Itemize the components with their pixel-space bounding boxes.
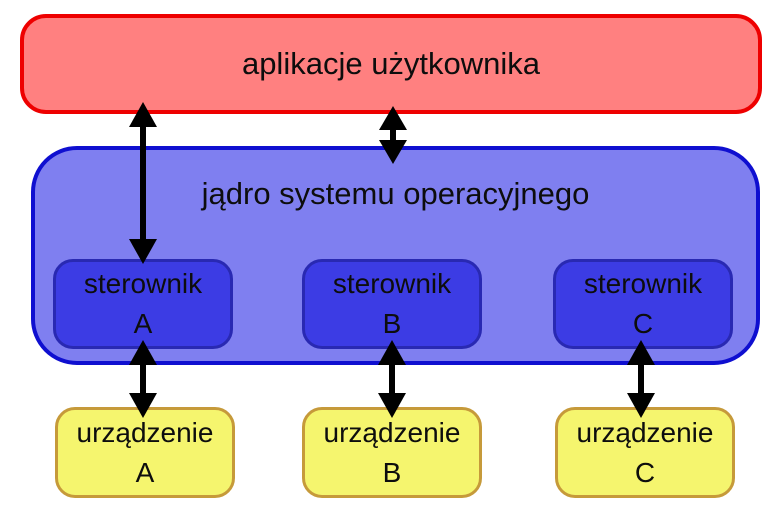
kernel-box-label: jądro systemu operacyjnego — [201, 176, 590, 211]
double-arrow-driver-a-device-a-icon — [128, 340, 158, 418]
driver-c-name: sterownik — [583, 268, 703, 299]
driver-c-letter: C — [632, 308, 654, 339]
driver-b-letter: B — [382, 308, 402, 339]
device-box-c: urządzenie C — [555, 407, 735, 498]
double-arrow-apps-driver-a-icon — [128, 102, 158, 264]
device-c-letter: C — [634, 456, 656, 488]
device-c-name: urządzenie — [576, 416, 714, 448]
applications-box-label: aplikacje użytkownika — [241, 46, 541, 81]
driver-box-b: sterownik B — [302, 259, 482, 349]
driver-b-name: sterownik — [332, 268, 452, 299]
device-box-b: urządzenie B — [302, 407, 482, 498]
driver-box-a: sterownik A — [53, 259, 233, 349]
device-a-letter: A — [135, 456, 155, 488]
device-box-a: urządzenie A — [55, 407, 235, 498]
driver-a-letter: A — [133, 308, 153, 339]
double-arrow-driver-c-device-c-icon — [626, 340, 656, 418]
applications-box: aplikacje użytkownika — [20, 14, 762, 114]
device-b-name: urządzenie — [323, 416, 461, 448]
double-arrow-driver-b-device-b-icon — [377, 340, 407, 418]
driver-a-name: sterownik — [83, 268, 203, 299]
device-b-letter: B — [382, 456, 402, 488]
double-arrow-apps-kernel-icon — [378, 106, 408, 164]
driver-box-c: sterownik C — [553, 259, 733, 349]
device-a-name: urządzenie — [76, 416, 214, 448]
